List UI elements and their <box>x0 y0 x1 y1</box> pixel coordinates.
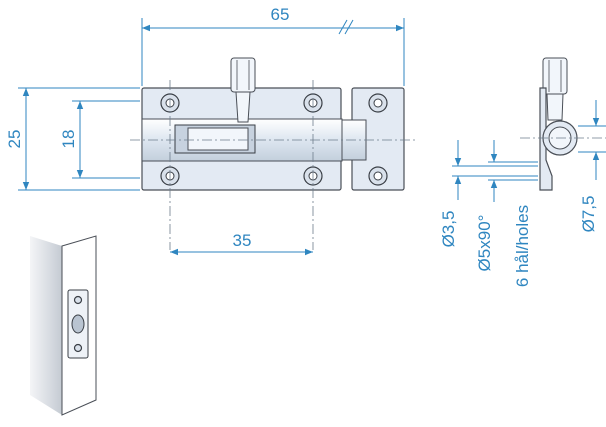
height-label: 25 <box>5 130 24 149</box>
dim-bolt-diameter: Ø7,5 <box>578 100 606 232</box>
wall-face <box>30 236 62 415</box>
dim-height: 25 <box>5 87 140 191</box>
dim-countersink: Ø5x90° <box>475 140 538 271</box>
door-frame-illustration <box>30 235 97 416</box>
handle-knob <box>230 57 256 123</box>
countersink-label: Ø5x90° <box>475 215 494 272</box>
overall-length-label: 65 <box>271 5 290 24</box>
side-view <box>520 57 606 191</box>
dim-hole-spacing: 35 <box>170 231 313 256</box>
hole-spacing-label: 35 <box>233 231 252 250</box>
keeper-mounted <box>67 289 89 359</box>
dim-overall-length: 65 <box>141 5 405 86</box>
dim-inner-height: 18 <box>59 100 140 179</box>
keeper-hole-bottom <box>368 166 388 186</box>
bolt-diameter-label: Ø7,5 <box>579 196 598 233</box>
dim-hole-diameter: Ø3,5 <box>439 140 538 247</box>
holes-note-label: 6 hål/holes <box>513 205 532 287</box>
front-view <box>130 57 415 250</box>
hole-diameter-label: Ø3,5 <box>439 211 458 248</box>
inner-height-label: 18 <box>59 130 78 149</box>
keeper-hole-top <box>368 93 388 113</box>
